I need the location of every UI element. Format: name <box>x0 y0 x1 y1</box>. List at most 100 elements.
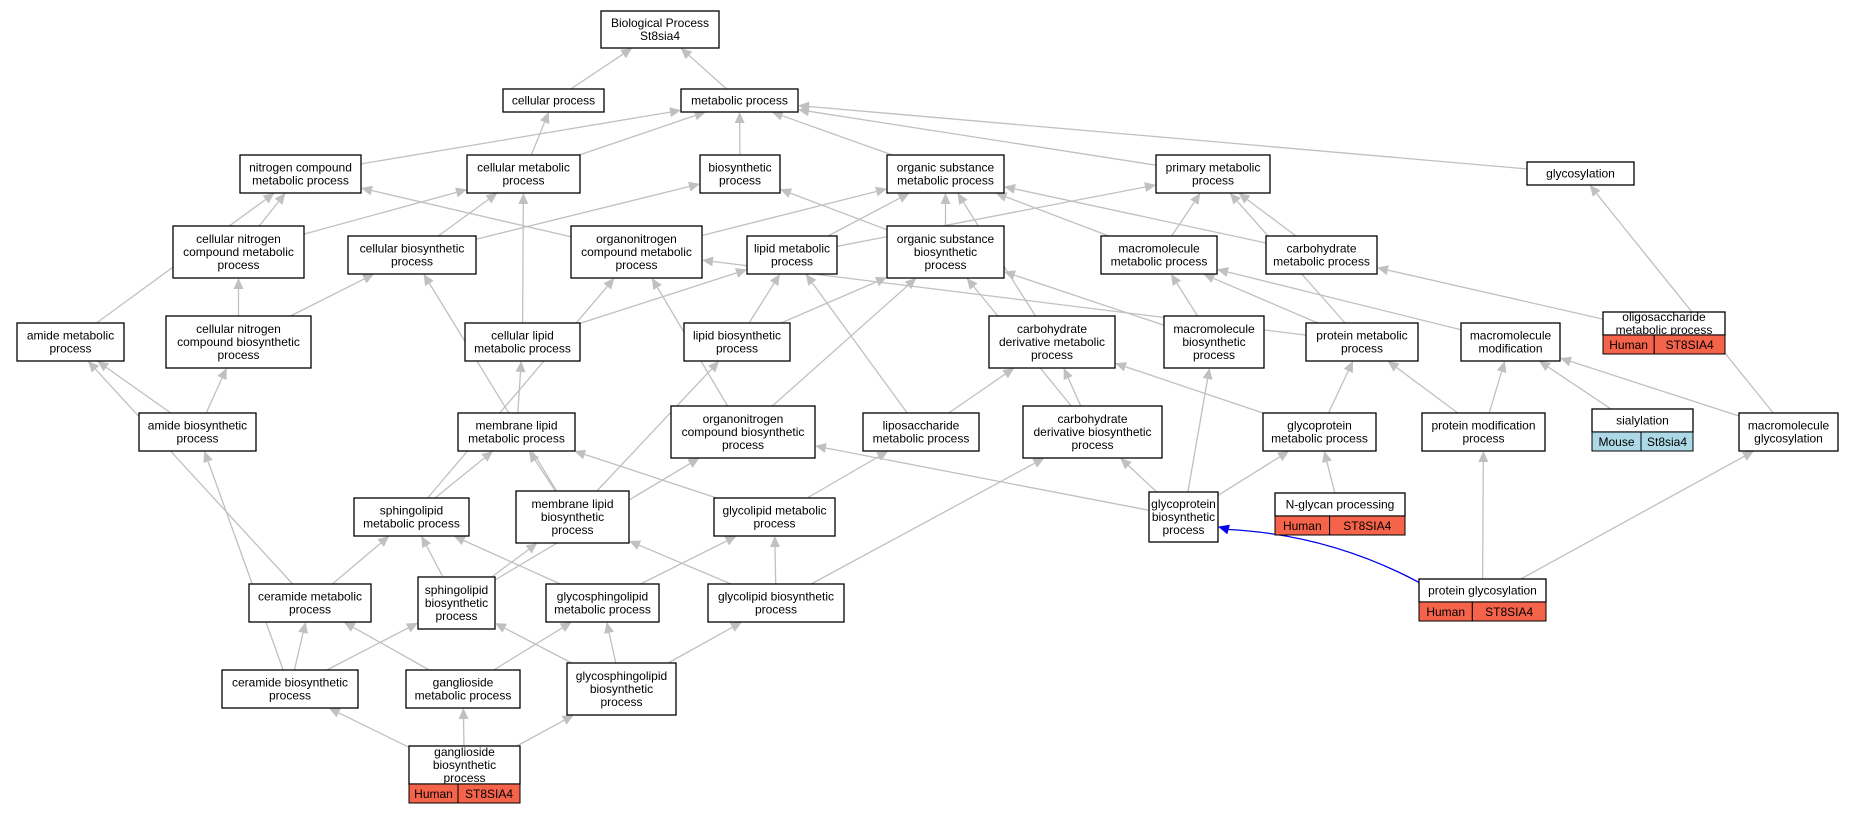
arrowhead-protglyco-to-glycoprotbio <box>1218 524 1230 535</box>
node-label-line: process <box>716 342 758 356</box>
arrowhead-glycolipidbio-to-carbderivbio <box>1032 458 1045 468</box>
node-label-line: sialylation <box>1616 414 1669 428</box>
node-label-line: ceramide metabolic <box>258 590 362 604</box>
arrowhead-gangbio-to-glycosphingobio <box>561 715 574 725</box>
node-label-line: metabolic process <box>1616 323 1713 337</box>
edge-metabolic-to-bp <box>688 54 728 90</box>
edge-macroglyco-to-macromod <box>1570 360 1740 417</box>
node-label-line: compound biosynthetic <box>682 425 805 439</box>
node-label-line: process <box>924 258 966 272</box>
node-label-line: amide metabolic <box>27 329 114 343</box>
node-box <box>1155 154 1271 194</box>
arrowhead-memlipidbio-to-memlipid <box>529 451 540 463</box>
edge-macromet-to-orgsub <box>1005 196 1110 237</box>
node-label-line: process <box>771 255 813 269</box>
edge-ganglmeta-to-glycosphingometa <box>493 627 563 671</box>
node-label-line: modification <box>1478 342 1542 356</box>
node-box <box>1100 235 1218 275</box>
edge-carbderivbio-to-carbderiv <box>1067 377 1082 407</box>
node-label-line: glycosphingolipid <box>557 590 648 604</box>
edge-glycosphingometa-to-sphingometa <box>463 539 561 585</box>
node-label-line: process <box>443 771 485 785</box>
edge-oligo-to-carbmeta <box>1387 269 1604 320</box>
node-box <box>600 10 720 49</box>
edge-glycoprotbio-to-glycoprotmeta <box>1217 456 1281 496</box>
node-box <box>515 490 630 544</box>
node-metabolic[interactable]: metabolic process <box>680 88 799 113</box>
arrowhead-gangbio-to-ceramidebio <box>328 708 341 718</box>
arrowhead-orgnitrobio-to-orgsubbio <box>904 278 917 289</box>
arrowhead-ganglmeta-to-glycosphingometa <box>559 622 572 632</box>
arrowhead-cellnitro-to-nitrogen <box>274 193 286 205</box>
node-label-line: metabolic process <box>554 603 651 617</box>
edge-amidebio-to-amidemeta <box>105 366 172 414</box>
node-label-line: primary metabolic <box>1166 161 1261 175</box>
edge-liposacch-to-lipidmeta <box>811 282 908 414</box>
arrowhead-nglycan-to-glycoprotmeta <box>1322 451 1332 463</box>
arrowhead-ceramidebio-to-ceramidemeta <box>298 622 308 634</box>
node-glycosylation[interactable]: glycosylation <box>1526 161 1635 186</box>
node-box <box>713 497 836 537</box>
node-label-line: nitrogen compound <box>249 161 352 175</box>
node-label-line: process <box>1462 432 1504 446</box>
arrowhead-sialylation-to-macromod <box>1539 361 1551 372</box>
edge-ceramidebio-to-sphingobio <box>326 627 409 671</box>
arrowhead-protglyco-to-protmod <box>1478 451 1489 462</box>
arrowhead-ceramidemeta-to-sphingometa <box>377 536 390 547</box>
arrowhead-carbderiv-to-orgsub <box>957 193 968 205</box>
edge-lipidbio-to-orgsubbio <box>780 281 878 324</box>
node-label-line: lipid biosynthetic <box>693 329 781 343</box>
edge-gangbio-to-ceramidebio <box>338 712 410 748</box>
node-box <box>248 583 372 623</box>
edge-amidebio-to-cellnitrobio <box>205 377 223 414</box>
edge-protmeta-to-macromet <box>1213 277 1318 324</box>
node-cellular[interactable]: cellular process <box>502 88 605 113</box>
node-label-line: cellular biosynthetic <box>360 242 465 256</box>
